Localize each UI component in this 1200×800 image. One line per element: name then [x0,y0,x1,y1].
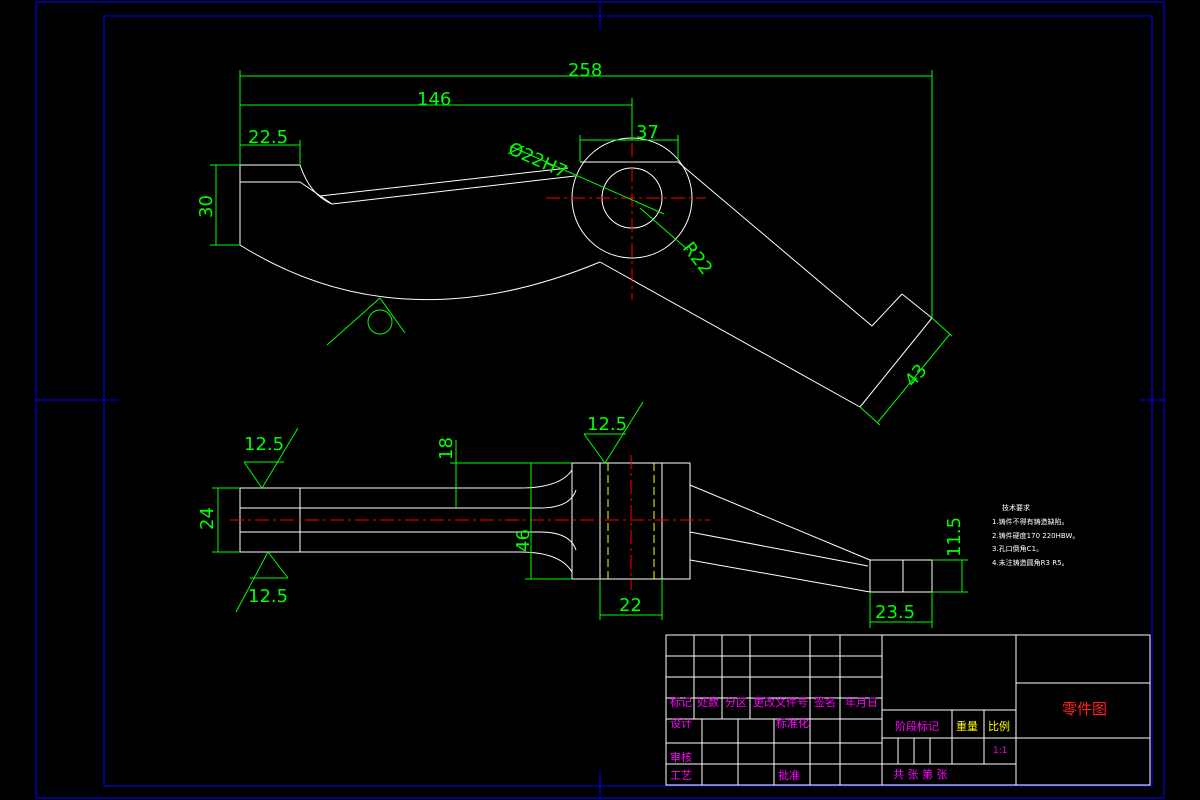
dim-overall-length: 258 [568,60,602,81]
bottom-view-dim-labels: 12.5 12.5 12.5 18 24 46 22 11.5 23.5 [197,414,965,623]
tb-header-count: 处数 [697,696,719,709]
tech-req-item-1: 1.铸件不得有铸造缺陷。 [992,517,1069,526]
tech-req-title: 技术要求 [1002,503,1030,512]
dim-left-height: 30 [196,195,217,218]
dim-bore: Ø22H7 [505,138,570,182]
tb-process: 工艺 [670,769,692,782]
dim-boss-radius: R22 [678,238,716,279]
bottom-view-centerlines [230,455,710,590]
tb-drawing-name: 零件图 [1062,700,1107,718]
tb-stage-mark: 阶段标记 [895,719,939,733]
tech-req-item-3: 3.孔口倒角C1。 [992,544,1043,553]
dim-foot-height: 11.5 [944,517,965,557]
outer-border [35,1,1165,799]
tb-sheets: 共 张 第 张 [893,767,948,781]
bottom-view-hidden-lines [607,463,655,579]
top-view-outline [239,137,933,408]
top-view-dim-labels: 258 146 22.5 37 Ø22H7 30 R22 43 [196,60,932,391]
top-view-dimensions [210,70,953,426]
tb-scale-value: 1:1 [993,746,1007,756]
tb-header-change-doc: 更改文件号 [753,695,808,709]
tb-weight: 重量 [956,719,978,733]
tb-scale: 比例 [988,719,1010,733]
tech-req-item-4: 4.未注铸造圆角R3 R5。 [992,558,1069,567]
sheet-border [35,1,1165,799]
roughness-top-left: 12.5 [244,434,284,455]
bottom-view-outline [239,462,933,593]
tb-approve: 批准 [778,768,800,782]
roughness-hub: 12.5 [587,414,627,435]
dim-arm-offset: 18 [436,437,457,460]
tb-standardization: 标准化 [776,716,809,730]
bottom-view-dimensions [212,401,968,628]
top-view-centerlines [546,118,706,300]
dim-boss-width: 37 [636,122,659,143]
tb-design: 设计 [670,717,692,730]
dim-hub-height: 46 [513,529,534,552]
tech-req-item-2: 2.铸件硬度170 220HBW。 [992,531,1079,540]
dim-hole-center: 146 [417,89,451,110]
tb-header-signature: 签名 [814,695,836,709]
tb-review: 审核 [670,750,692,764]
tb-header-date: 年月日 [845,695,878,709]
tb-header-zone: 分区 [725,696,747,709]
inner-border [103,15,1153,787]
roughness-bottom-left: 12.5 [248,586,288,607]
technical-requirements: 技术要求 1.铸件不得有铸造缺陷。 2.铸件硬度170 220HBW。 3.孔口… [992,503,1079,567]
dim-foot-length: 23.5 [875,602,915,623]
tb-header-mark: 标记 [670,695,692,709]
title-block-labels: 标记 处数 分区 更改文件号 签名 年月日 设计 标准化 审核 工艺 批准 阶段… [670,695,1107,782]
dim-hub-width: 22 [619,595,642,616]
dim-arm-thickness: 24 [197,507,218,530]
dim-foot-width: 43 [901,360,932,391]
dim-left-width: 22.5 [248,127,288,148]
title-block [665,634,1151,786]
